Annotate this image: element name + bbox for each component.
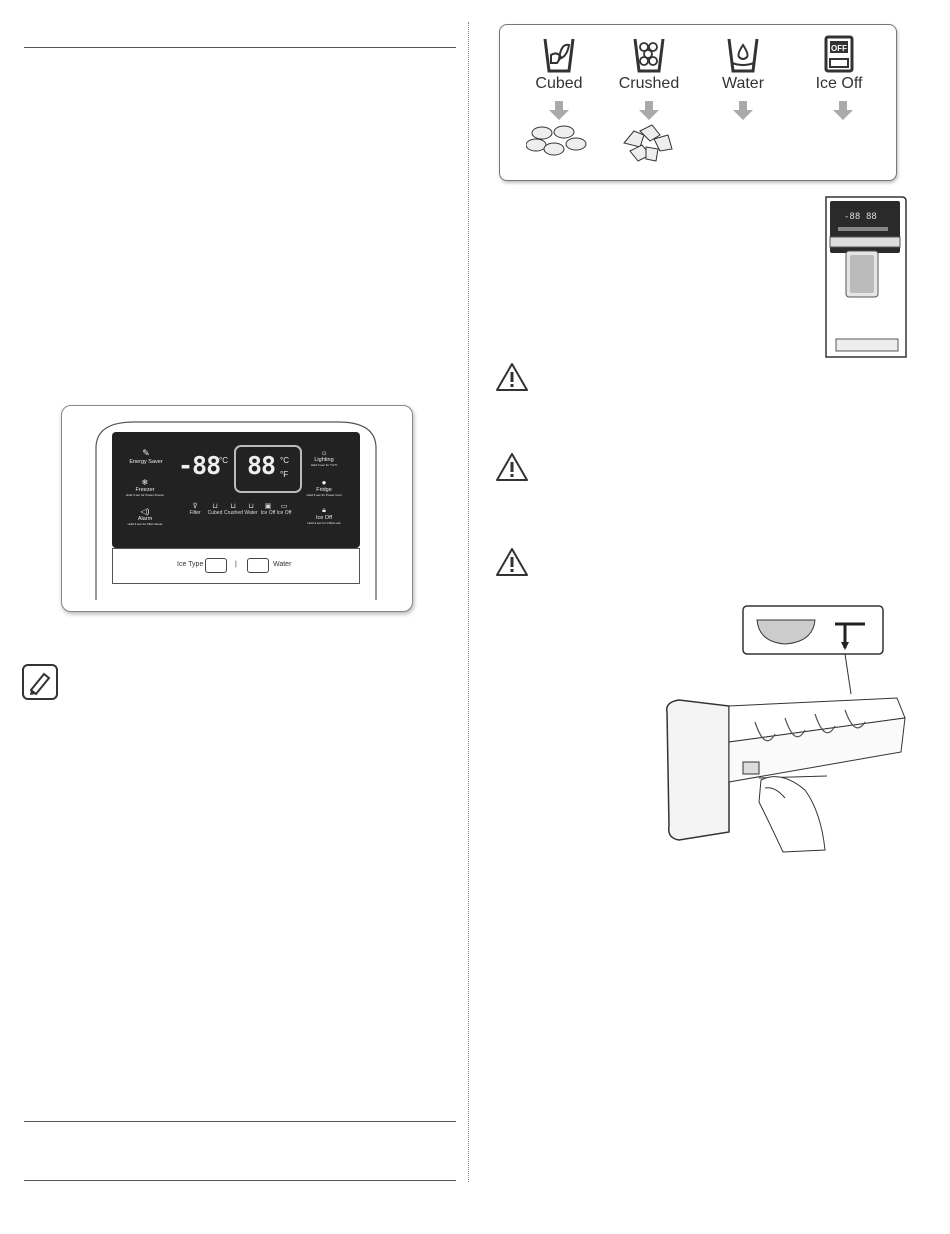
ice-off-label: Ice Off <box>815 75 863 92</box>
button-separator: | <box>235 561 237 568</box>
lighting-button[interactable]: ☼ Lighting Hold 3 sec for °C/°F <box>304 448 344 467</box>
indicator-cubed: ⊔Cubed <box>207 503 223 516</box>
lighting-sublabel: Hold 3 sec for °C/°F <box>310 463 338 467</box>
ice-type-water: Water <box>698 33 788 93</box>
water-button[interactable] <box>247 558 269 573</box>
ice-off-button[interactable]: 🔒︎ Ice Off Hold 3 sec for Child Lock <box>299 507 349 525</box>
cubed-cup-icon <box>543 38 575 73</box>
alarm-sublabel: Hold 3 sec for Filter Reset <box>127 522 163 526</box>
water-cup-icon <box>727 38 759 73</box>
column-divider <box>468 22 469 1182</box>
ice-off-icon: OFF <box>824 35 854 73</box>
fridge-unit-f: °F <box>280 470 289 479</box>
dispenser-button-strip: Ice Type | Water <box>112 548 360 584</box>
crushed-label: Crushed <box>618 75 680 92</box>
arrow-down-icon <box>833 101 853 120</box>
alarm-button[interactable]: ◁) Alarm Hold 3 sec for Filter Reset <box>118 507 172 526</box>
crushed-ice-illustration <box>623 124 673 162</box>
off-badge: OFF <box>831 44 847 53</box>
fridge-temperature-highlight <box>234 445 302 493</box>
indicator-ice-off-2: ▭Ice Off <box>276 503 292 516</box>
indicator-ice-off: ▣Ice Off <box>260 503 276 516</box>
warning-icon <box>496 453 528 481</box>
refrigerator-dispenser-illustration: -88 88 <box>825 196 907 358</box>
cubed-ice-illustration <box>526 125 587 156</box>
energy-saver-label: Energy Saver <box>129 459 163 465</box>
snowflake-icon: ❄ <box>141 478 149 487</box>
bottom-rule-2 <box>24 1180 456 1181</box>
ice-type-crushed: Crushed <box>604 33 694 93</box>
cubed-label: Cubed <box>535 75 583 92</box>
freezer-unit-c: °C <box>219 456 228 465</box>
ice-off-sublabel: Hold 3 sec for Child Lock <box>307 521 341 525</box>
top-rule <box>24 47 456 48</box>
fridge-label: Fridge <box>316 487 332 493</box>
ice-off-panel-label: Ice Off <box>315 515 333 521</box>
light-bulb-icon: ☼ <box>320 448 328 457</box>
ice-type-cubed: Cubed <box>514 33 604 93</box>
energy-saver-icon: ✎ <box>142 448 150 458</box>
lock-icon: 🔒︎ <box>322 507 326 514</box>
ice-type-ice-off: OFF Ice Off <box>794 33 884 93</box>
ice-type-button[interactable] <box>205 558 227 573</box>
arrow-down-icon <box>733 101 753 120</box>
indicator-crushed: ⊔Crushed <box>224 503 243 516</box>
indicator-water: ⊔Water <box>244 503 258 516</box>
fridge-button[interactable]: ● Fridge Hold 3 sec for Power Cool <box>299 478 349 497</box>
arrow-down-icon <box>639 101 659 120</box>
freezer-label: Freezer <box>135 487 155 493</box>
svg-text:-88: -88 <box>844 212 860 222</box>
fridge-unit-c: °C <box>280 456 289 465</box>
water-label: Water <box>721 75 765 92</box>
alarm-label: Alarm <box>137 516 153 522</box>
crushed-cup-icon <box>633 38 665 73</box>
fridge-temperature: 88 <box>247 451 276 480</box>
freezer-button[interactable]: ❄ Freezer Hold 3 sec for Power Freeze <box>118 478 172 497</box>
bottom-rule-1 <box>24 1121 456 1122</box>
svg-text:88: 88 <box>866 212 877 222</box>
lighting-label: Lighting <box>314 457 334 463</box>
fridge-sublabel: Hold 3 sec for Power Cool <box>306 493 342 497</box>
drop-icon: ● <box>321 478 327 487</box>
arrow-down-icon <box>549 101 569 120</box>
ice-type-label: Ice Type <box>177 561 204 568</box>
warning-icon <box>496 363 528 391</box>
control-panel-outline <box>95 421 377 600</box>
indicator-filter: ⊽Filter <box>189 503 201 516</box>
freezer-temperature: -88 <box>178 451 221 480</box>
note-icon <box>22 664 58 700</box>
water-label: Water <box>273 561 292 568</box>
speaker-icon: ◁) <box>140 507 150 516</box>
energy-saver-button[interactable]: ✎ Energy Saver <box>126 448 166 465</box>
ice-type-box: Cubed Crushed Water OFF Ice Off <box>499 24 897 181</box>
ice-maker-illustration <box>666 605 906 853</box>
freezer-sublabel: Hold 3 sec for Power Freeze <box>125 493 164 497</box>
warning-icon <box>496 548 528 576</box>
